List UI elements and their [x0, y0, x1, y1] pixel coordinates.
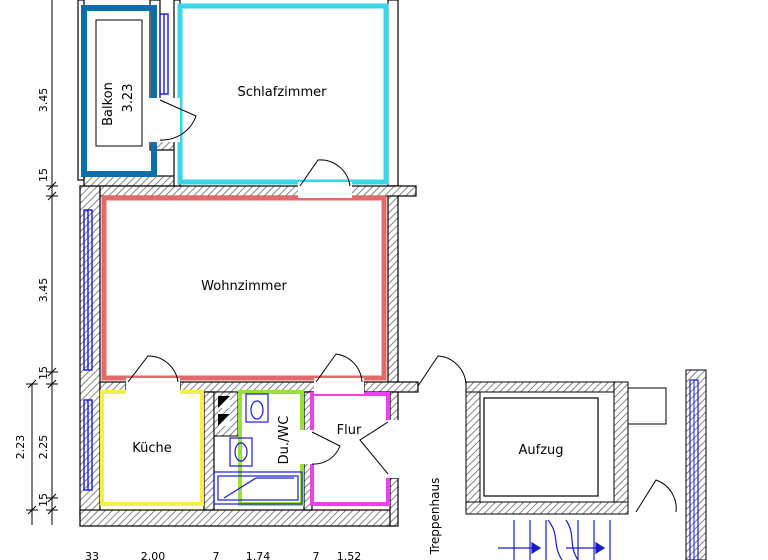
- dim-label: 33: [85, 550, 99, 560]
- dim-label: 1.74: [246, 550, 271, 560]
- room-label-treppenhaus: Treppenhaus: [428, 478, 442, 556]
- room-du-wc: [238, 390, 304, 506]
- dim-label: 15: [37, 493, 50, 507]
- dim-label: 3.45: [37, 278, 50, 303]
- dim-label: 1.52: [337, 550, 362, 560]
- room-label-balkon: Balkon: [101, 82, 116, 126]
- dimension-labels-vertical: 3.45 15 3.45 15 2.23 2.25 15: [14, 88, 50, 507]
- dim-label: 2.23: [14, 435, 27, 460]
- dimension-labels-horizontal: 33 2.00 7 1.74 7 1.52: [85, 550, 361, 560]
- stairwell: [465, 369, 707, 560]
- walls: [77, 0, 419, 527]
- bathroom-fixtures: [213, 393, 303, 505]
- dim-label: 2.25: [37, 435, 50, 460]
- room-label-du-wc: Du./WC: [277, 416, 292, 465]
- dim-label: 7: [313, 550, 320, 560]
- dim-label: 7: [213, 550, 220, 560]
- dimension-chain-left: [26, 0, 58, 525]
- dim-label: 3.45: [37, 88, 50, 113]
- dim-label: 15: [37, 366, 50, 380]
- room-label-schlafzimmer: Schlafzimmer: [238, 85, 328, 100]
- room-label-balkon-size: 3.23: [121, 84, 136, 113]
- dim-label: 2.00: [141, 550, 166, 560]
- room-label-wohnzimmer: Wohnzimmer: [201, 279, 287, 294]
- room-balkon: [81, 5, 157, 177]
- doors: [127, 99, 467, 475]
- windows: [83, 13, 169, 491]
- room-label-kueche: Küche: [132, 441, 172, 456]
- dim-label: 15: [37, 168, 50, 182]
- room-wohnzimmer: [101, 195, 387, 381]
- room-schlafzimmer: [177, 3, 389, 185]
- room-flur: [310, 392, 390, 506]
- room-label-aufzug: Aufzug: [518, 443, 563, 458]
- room-label-flur: Flur: [337, 423, 362, 438]
